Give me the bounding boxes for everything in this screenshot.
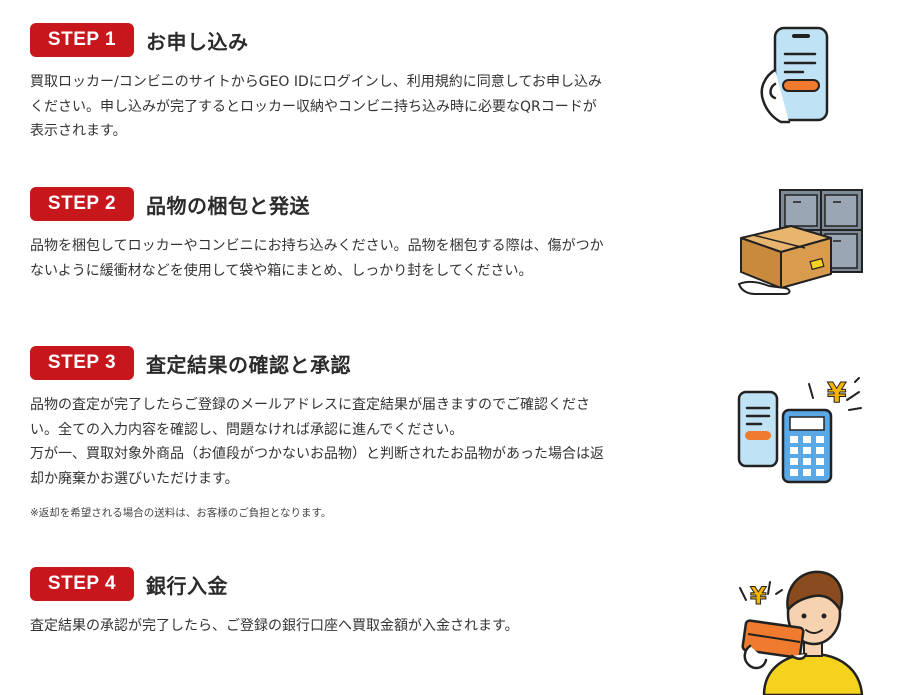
phone-calculator-yen-icon: ¥ xyxy=(737,376,862,484)
step-header: STEP 3 査定結果の確認と承認 xyxy=(30,345,900,381)
step-badge: STEP 2 xyxy=(30,187,134,221)
step-4: STEP 4 銀行入金 査定結果の承認が完了したら、ご登録の銀行口座へ買取金額が… xyxy=(30,566,900,639)
description-line: ください。申し込みが完了するとロッカー収納やコンビニ持ち込み時に必要なQRコード… xyxy=(30,98,597,115)
description-line: 品物を梱包してロッカーやコンビニにお持ち込みください。品物を梱包する際は、傷がつ… xyxy=(30,238,604,254)
step-title: 銀行入金 xyxy=(146,573,228,598)
description-line: 万が一、買取対象外商品（お値段がつかないお品物）と判断されたお品物があった場合は… xyxy=(30,446,604,462)
step-1: STEP 1 お申し込み 買取ロッカー/コンビニのサイトからGEO IDにログイ… xyxy=(30,22,900,144)
step-title: お申し込み xyxy=(146,29,249,54)
shipping-note: ※返却を希望される場合の送料は、お客様のご負担となります。 xyxy=(30,507,332,519)
step-badge: STEP 1 xyxy=(30,23,134,57)
step-badge: STEP 3 xyxy=(30,346,134,380)
svg-text:¥: ¥ xyxy=(827,376,847,409)
step-title: 品物の梱包と発送 xyxy=(146,193,310,218)
step-header: STEP 2 品物の梱包と発送 xyxy=(30,186,900,222)
box-locker-icon xyxy=(738,189,863,295)
step-3: STEP 3 査定結果の確認と承認 品物の査定が完了したらご登録のメールアドレス… xyxy=(30,345,900,520)
step-description: 品物を梱包してロッカーやコンビニにお持ち込みください。品物を梱包する際は、傷がつ… xyxy=(30,234,690,283)
description-line: 査定結果の承認が完了したら、ご登録の銀行口座へ買取金額が入金されます。 xyxy=(30,618,519,634)
step-title: 査定結果の確認と承認 xyxy=(146,352,351,377)
step-2: STEP 2 品物の梱包と発送 品物を梱包してロッカーやコンビニにお持ち込みくだ… xyxy=(30,186,900,283)
step-header: STEP 4 銀行入金 xyxy=(30,566,900,602)
description-line: 却か廃棄かお選びいただけます。 xyxy=(30,470,239,487)
person-card-yen-icon: ¥ xyxy=(739,570,864,695)
smartphone-hand-icon xyxy=(760,26,829,124)
step-header: STEP 1 お申し込み xyxy=(30,22,900,58)
step-badge: STEP 4 xyxy=(30,567,134,601)
description-line: ないように緩衝材などを使用して袋や箱にまとめ、しっかり封をしてください。 xyxy=(30,262,533,279)
description-line: 買取ロッカー/コンビニのサイトからGEO IDにログインし、利用規約に同意してお… xyxy=(30,74,602,90)
description-line: 表示されます。 xyxy=(30,123,127,139)
svg-text:¥: ¥ xyxy=(750,582,767,610)
description-line: 品物の査定が完了したらご登録のメールアドレスに査定結果が届きますのでご確認くださ xyxy=(30,397,590,413)
step-description: 買取ロッカー/コンビニのサイトからGEO IDにログインし、利用規約に同意してお… xyxy=(30,70,690,144)
step-description: 品物の査定が完了したらご登録のメールアドレスに査定結果が届きますのでご確認くださ… xyxy=(30,393,690,491)
step-description: 査定結果の承認が完了したら、ご登録の銀行口座へ買取金額が入金されます。 xyxy=(30,614,690,639)
description-line: い。全ての入力内容を確認し、問題なければ承認に進んでください。 xyxy=(30,421,464,438)
